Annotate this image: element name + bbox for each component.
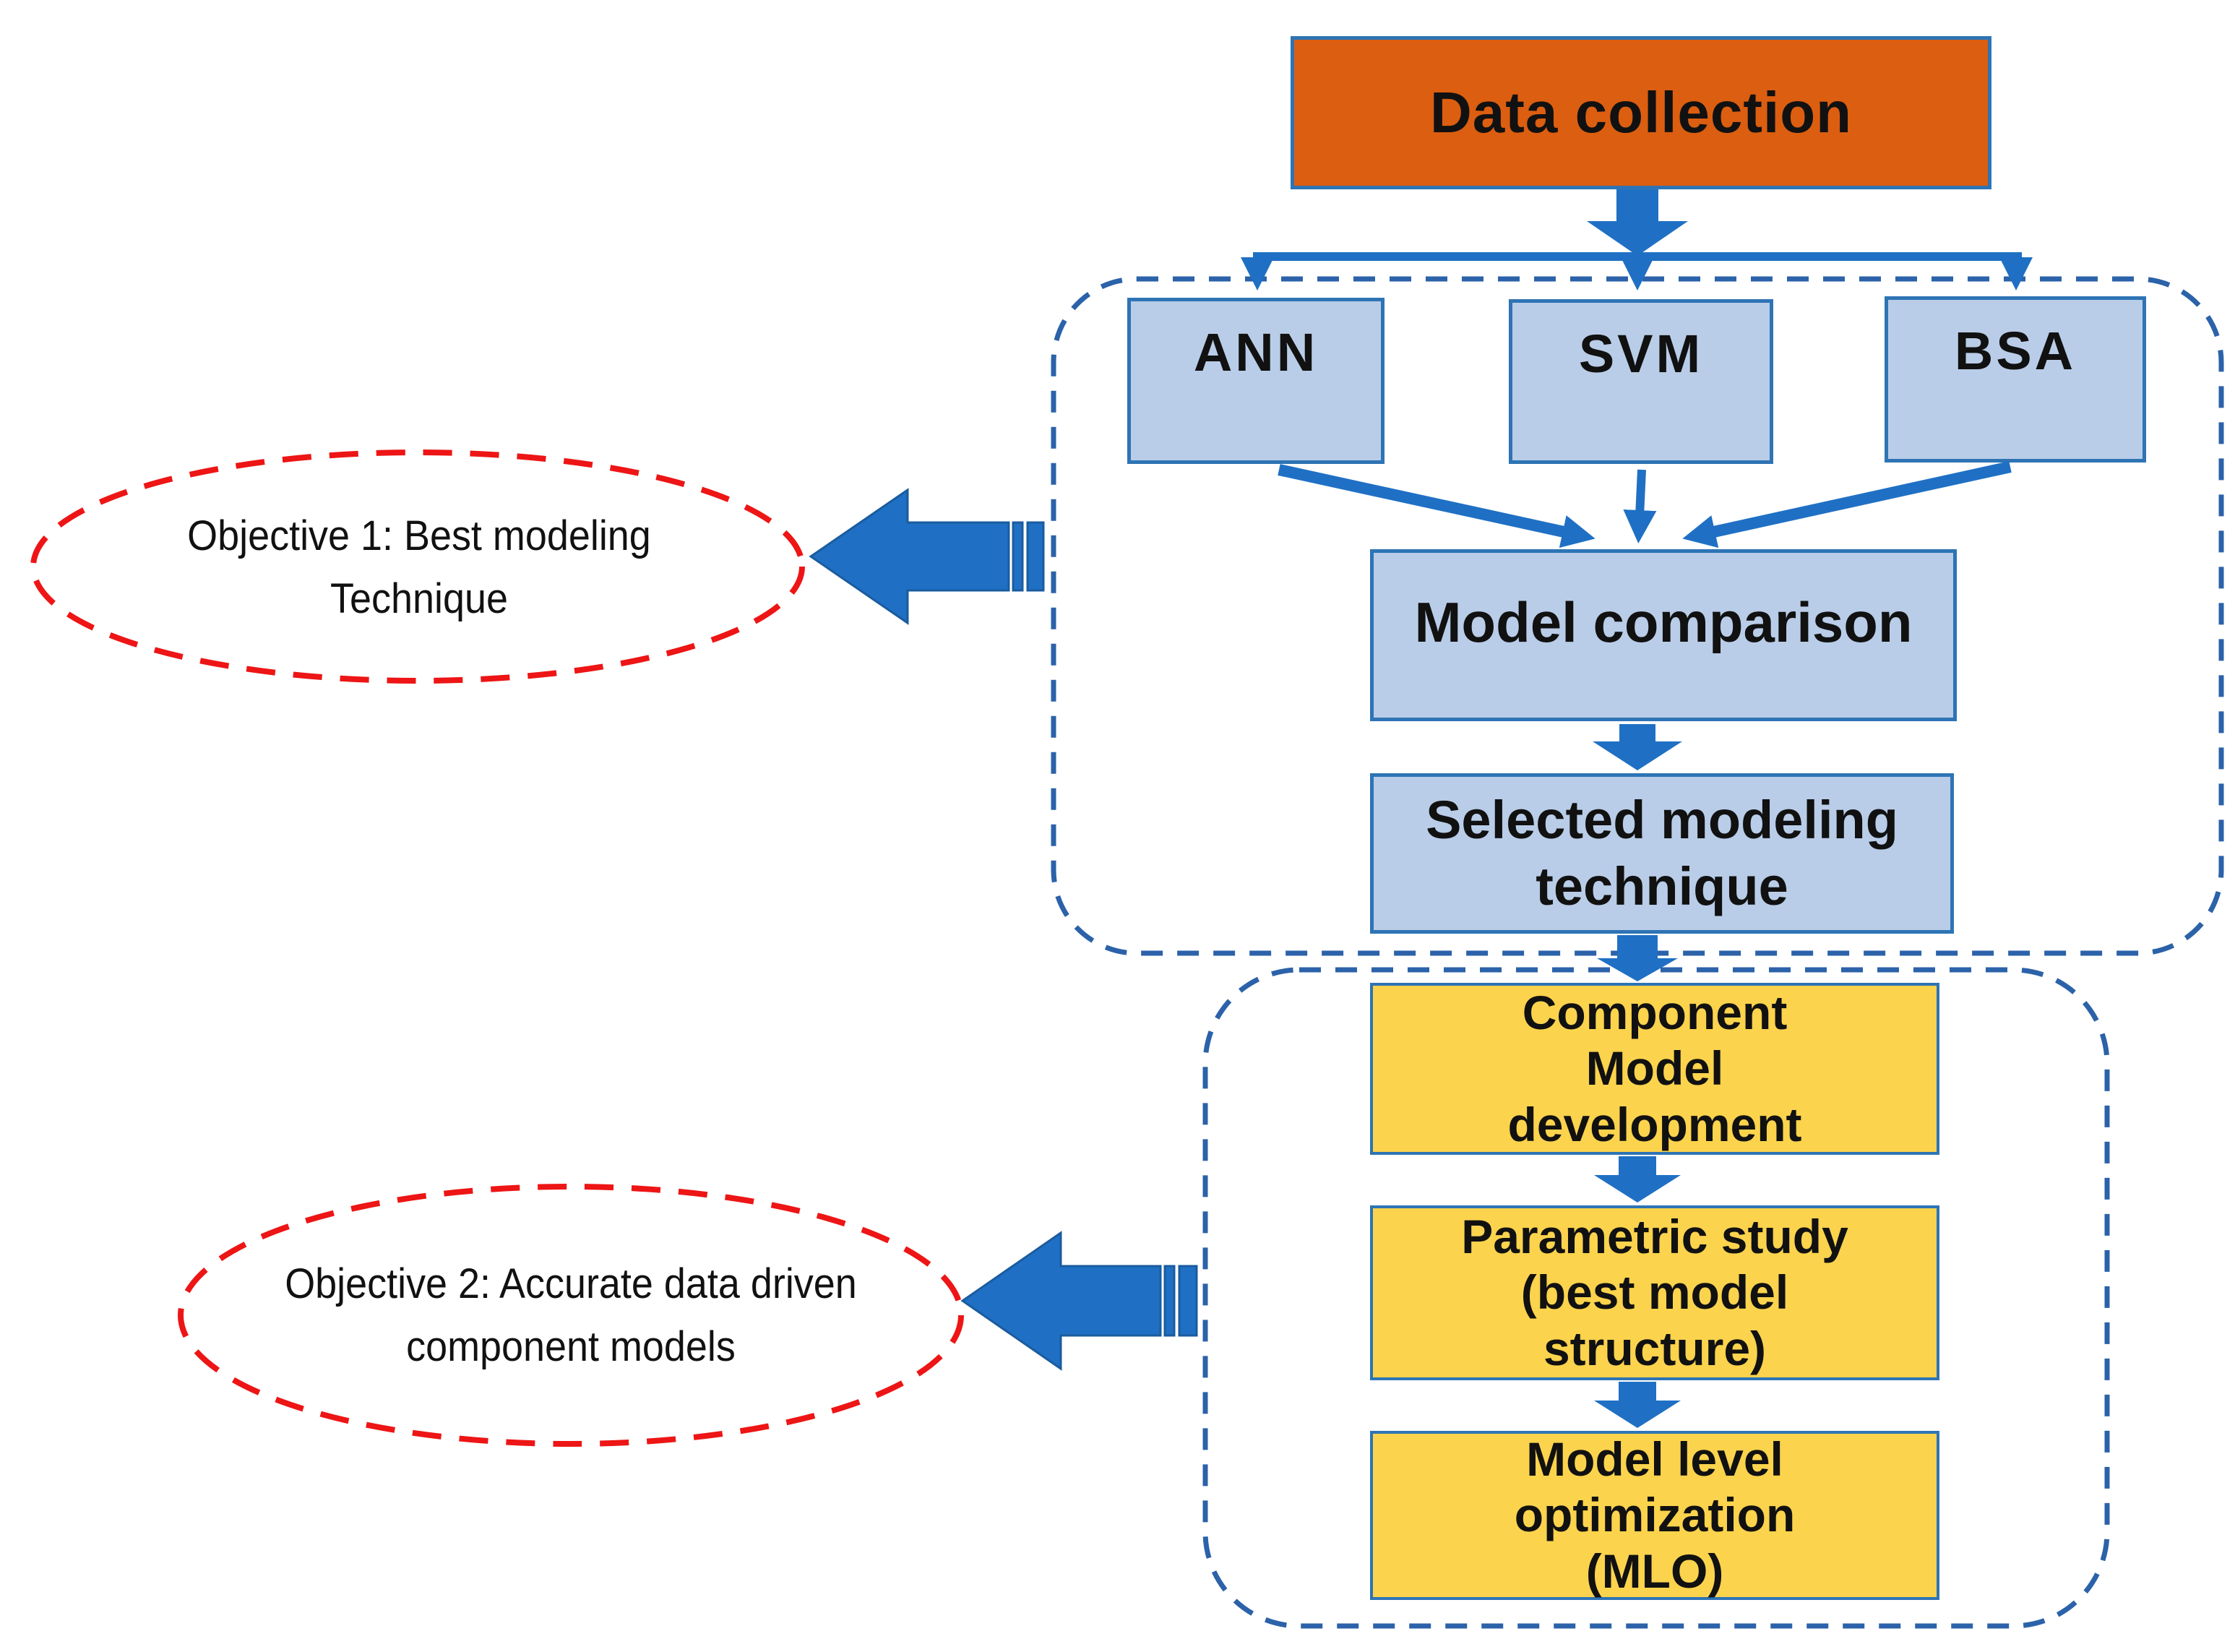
arrow-selected-to-component <box>1597 935 1678 981</box>
selected-technique-box: Selected modeling technique <box>1370 773 1954 934</box>
arrow-bsa-to-comparison <box>1682 461 2012 548</box>
arrow-parametric-to-mlo <box>1594 1382 1681 1428</box>
arrow-svm-to-comparison <box>1623 469 1657 543</box>
arrow-ann-to-comparison <box>1278 464 1595 548</box>
objective1-label: Objective 1: Best modeling Technique <box>187 512 651 622</box>
arrow-component-to-parametric <box>1594 1156 1681 1203</box>
mlo-box: Model level optimization (MLO) <box>1370 1431 1939 1600</box>
arrow-group2-to-objective2 <box>960 1231 1198 1371</box>
svm-box: SVM <box>1509 299 1773 464</box>
model-comparison-box: Model comparison <box>1370 549 1957 721</box>
objective2-label: Objective 2: Accurate data driven compon… <box>285 1260 857 1370</box>
arrow-comparison-to-selected <box>1593 724 1682 770</box>
parametric-study-box: Parametric study (best model structure) <box>1370 1205 1939 1380</box>
component-development-box: Component Model development <box>1370 983 1939 1155</box>
arrow-group1-to-objective1 <box>809 488 1045 625</box>
ann-box: ANN <box>1127 298 1385 464</box>
bsa-box: BSA <box>1885 296 2146 463</box>
arrow-data-to-split <box>1587 189 1688 256</box>
data-collection-box: Data collection <box>1291 36 1991 189</box>
